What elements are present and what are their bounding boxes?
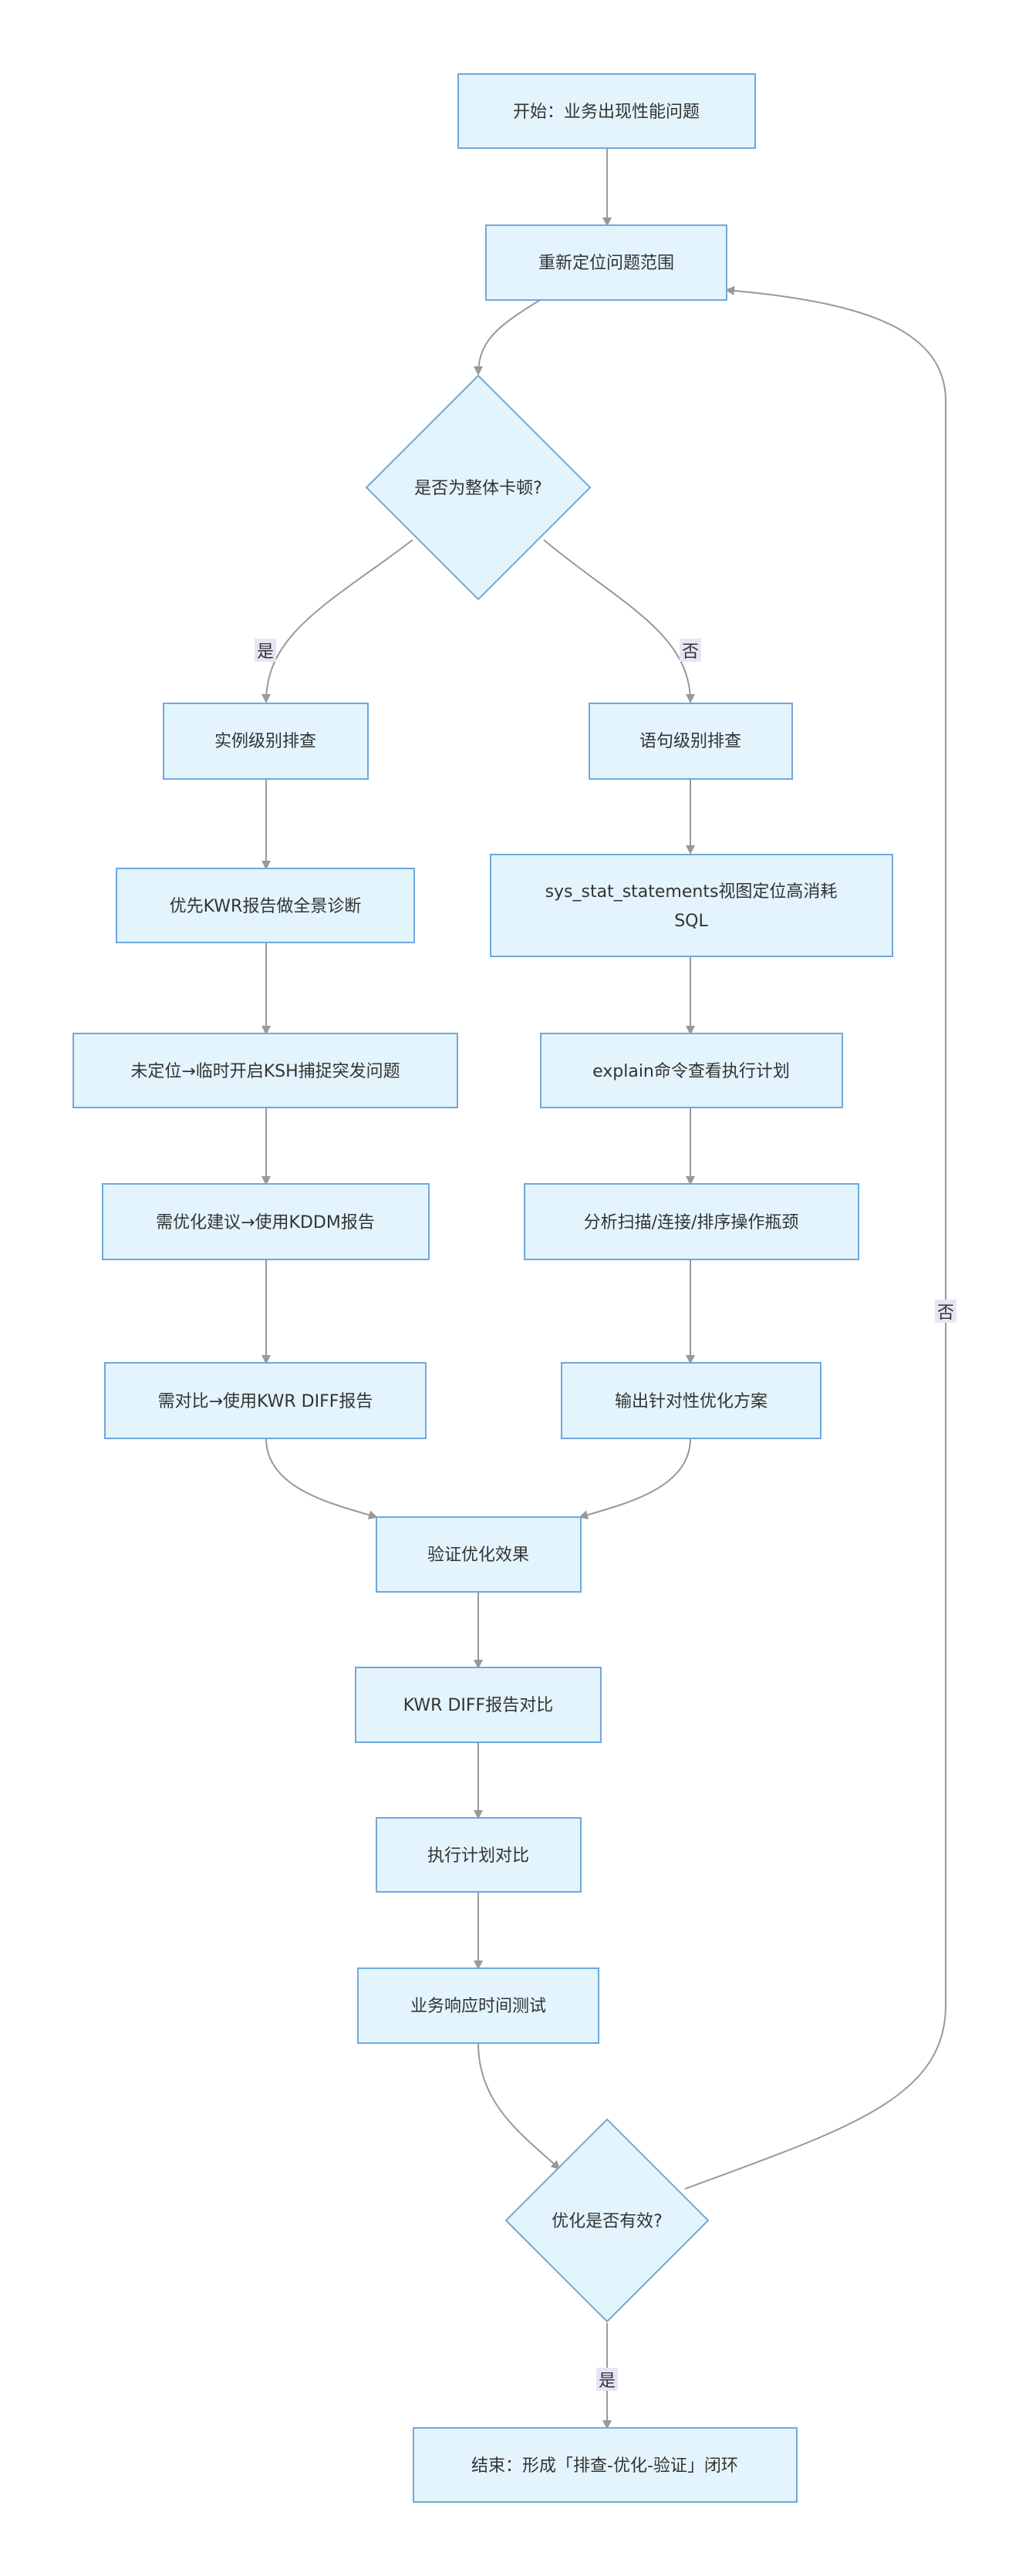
svg-text:优化是否有效?: 优化是否有效? — [552, 2212, 663, 2231]
edge-response-to-effective — [477, 2042, 561, 2170]
svg-text:分析扫描/连接/排序操作瓶颈: 分析扫描/连接/排序操作瓶颈 — [584, 1213, 799, 1232]
node-sys-stat: sys_stat_statements视图定位高消耗 SQL — [490, 854, 893, 957]
svg-text:输出针对性优化方案: 输出针对性优化方案 — [615, 1392, 768, 1411]
svg-text:需对比→使用KWR DIFF报告: 需对比→使用KWR DIFF报告 — [158, 1392, 373, 1411]
svg-text:执行计划对比: 执行计划对比 — [427, 1846, 529, 1866]
svg-text:是: 是 — [599, 2372, 616, 2391]
edge-decision-no — [543, 539, 695, 703]
node-relocate: 重新定位问题范围 — [485, 224, 727, 301]
node-explain: explain命令查看执行计划 — [540, 1033, 843, 1108]
node-decision-global: 是否为整体卡顿? — [365, 374, 592, 601]
node-verify: 验证优化效果 — [376, 1516, 582, 1593]
node-kwr-diff-compare: 需对比→使用KWR DIFF报告 — [104, 1362, 427, 1439]
node-kwr-diff: KWR DIFF报告对比 — [355, 1667, 602, 1743]
edge-output-to-verify — [579, 1438, 691, 1519]
svg-text:重新定位问题范围: 重新定位问题范围 — [538, 254, 674, 273]
node-statement-level: 语句级别排查 — [589, 703, 793, 780]
svg-text:是否为整体卡顿?: 是否为整体卡顿? — [414, 479, 542, 498]
node-kddm: 需优化建议→使用KDDM报告 — [102, 1183, 430, 1260]
edge-decision-yes — [261, 539, 413, 703]
svg-text:否: 否 — [682, 642, 699, 662]
svg-text:否: 否 — [937, 1303, 954, 1323]
label-decision-no: 否 — [680, 639, 701, 662]
svg-text:SQL: SQL — [674, 912, 708, 931]
node-end: 结束：形成「排查-优化-验证」闭环 — [413, 2427, 798, 2503]
node-decision-effective: 优化是否有效? — [504, 2118, 710, 2323]
svg-text:业务响应时间测试: 业务响应时间测试 — [410, 1997, 546, 2016]
svg-text:语句级别排查: 语句级别排查 — [639, 732, 741, 751]
node-kwr-first: 优先KWR报告做全景诊断 — [116, 868, 415, 943]
edge-kwrdiff-to-verify — [265, 1438, 378, 1519]
label-effective-no: 否 — [935, 1300, 956, 1323]
svg-text:KWR DIFF报告对比: KWR DIFF报告对比 — [403, 1696, 553, 1715]
svg-text:结束：形成「排查-优化-验证」闭环: 结束：形成「排查-优化-验证」闭环 — [471, 2456, 738, 2476]
svg-text:验证优化效果: 验证优化效果 — [427, 1546, 529, 1565]
svg-text:实例级别排查: 实例级别排查 — [214, 732, 316, 751]
node-analyze: 分析扫描/连接/排序操作瓶颈 — [524, 1183, 859, 1260]
node-response-test: 业务响应时间测试 — [357, 1967, 599, 2044]
node-ksh: 未定位→临时开启KSH捕捉突发问题 — [73, 1033, 458, 1108]
label-effective-yes: 是 — [596, 2368, 618, 2391]
node-start: 开始：业务出现性能问题 — [457, 73, 756, 149]
edge-relocate-to-decision — [474, 299, 541, 376]
svg-text:sys_stat_statements视图定位高消耗: sys_stat_statements视图定位高消耗 — [545, 882, 838, 902]
svg-text:需优化建议→使用KDDM报告: 需优化建议→使用KDDM报告 — [156, 1213, 375, 1232]
svg-text:优先KWR报告做全景诊断: 优先KWR报告做全景诊断 — [170, 897, 362, 916]
node-instance-level: 实例级别排查 — [163, 703, 369, 780]
node-output-plan: 输出针对性优化方案 — [561, 1362, 822, 1439]
svg-text:explain命令查看执行计划: explain命令查看执行计划 — [592, 1062, 790, 1081]
svg-text:未定位→临时开启KSH捕捉突发问题: 未定位→临时开启KSH捕捉突发问题 — [130, 1062, 400, 1081]
edge-effective-no — [684, 285, 946, 2190]
label-decision-yes: 是 — [255, 639, 276, 662]
svg-text:是: 是 — [257, 642, 274, 662]
svg-text:开始：业务出现性能问题: 开始：业务出现性能问题 — [513, 103, 700, 122]
node-plan-compare: 执行计划对比 — [376, 1817, 582, 1893]
